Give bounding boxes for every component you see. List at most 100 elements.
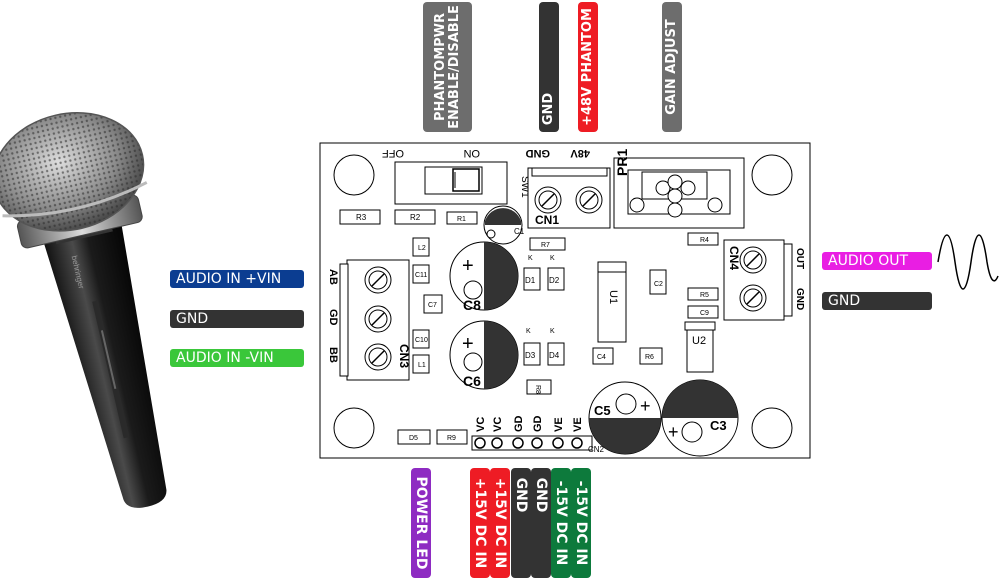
mount-hole-tl xyxy=(333,154,375,196)
d3-label: D3 xyxy=(525,351,536,360)
c4-label: C4 xyxy=(597,354,606,361)
k-mark-3: K xyxy=(526,328,531,335)
d4-label: D4 xyxy=(549,351,560,360)
cn2-pin-1: VC xyxy=(475,417,487,432)
cn2-label: CN2 xyxy=(588,445,605,454)
audio-in-negative-label: AUDIO IN -VIN xyxy=(170,349,304,367)
l2-label: L2 xyxy=(418,245,426,252)
diode-d2 xyxy=(547,267,565,291)
gnd-phantom-label: GND xyxy=(539,2,559,132)
c1-label: C1 xyxy=(514,227,525,236)
k-mark-4: K xyxy=(550,328,555,335)
cn3-ab-label: AB xyxy=(327,269,339,285)
inductor-l2 xyxy=(412,237,430,257)
resistor-r9 xyxy=(436,429,468,445)
plus15v-in-2-text: +15V DC IN xyxy=(492,477,508,569)
capacitor-c7 xyxy=(423,294,443,314)
r7-label: R7 xyxy=(541,242,550,249)
gnd-in-2-text: GND xyxy=(533,477,549,513)
mount-hole-tr xyxy=(751,154,793,196)
switch-off-label: OFF xyxy=(382,147,404,159)
c11-label: C11 xyxy=(415,272,427,279)
cn3-label: CN3 xyxy=(397,344,411,368)
cn4-out-label: OUT xyxy=(794,248,805,269)
connector-cn1: GND 48V CN1 xyxy=(526,147,611,229)
capacitor-c8: + C8 xyxy=(449,241,519,313)
switch-on-label: ON xyxy=(463,147,480,159)
k-mark-2: K xyxy=(550,255,555,262)
r2-label: R2 xyxy=(410,213,421,222)
plus15v-in-2-label: +15V DC IN xyxy=(490,468,510,578)
mount-hole-bl xyxy=(333,407,375,449)
capacitor-c5: C5 + xyxy=(588,381,662,455)
d2-label: D2 xyxy=(549,276,560,285)
pr1-label: PR1 xyxy=(614,149,630,176)
minus15v-in-2-label: -15V DC IN xyxy=(571,468,591,578)
cn2-pin-3: GD xyxy=(513,415,525,432)
ic-u2: U2 xyxy=(684,321,716,373)
capacitor-c11 xyxy=(412,264,430,284)
phantom-power-switch-text: PHANTOMPWR ENABLE/DISABLE xyxy=(432,5,462,129)
led-d5 xyxy=(397,429,431,445)
c5-label: C5 xyxy=(594,403,611,418)
microphone-image: behringer xyxy=(0,112,167,508)
phantom-48v-label: +48V PHANTOM xyxy=(578,2,598,132)
mount-hole-br xyxy=(751,407,793,449)
cn1-label: CN1 xyxy=(535,213,559,227)
phantom-power-switch-label: PHANTOMPWR ENABLE/DISABLE xyxy=(423,2,472,132)
minus15v-in-1-text: -15V DC IN xyxy=(553,480,569,566)
diode-d4 xyxy=(547,342,565,366)
c7-label: C7 xyxy=(428,302,437,309)
power-led-text: POWER LED xyxy=(413,476,429,570)
c3-plus: + xyxy=(668,422,679,442)
minus15v-in-1-label: -15V DC IN xyxy=(551,468,571,578)
plus15v-in-1-text: +15V DC IN xyxy=(472,477,488,569)
r1-label: R1 xyxy=(457,216,466,223)
c3-label: C3 xyxy=(710,418,727,433)
resistor-r4 xyxy=(687,232,719,246)
c6-plus: + xyxy=(462,333,474,355)
cn1-gnd-label: GND xyxy=(526,147,551,159)
c5-plus: + xyxy=(640,396,651,416)
capacitor-c1: C1 xyxy=(483,205,525,245)
capacitor-c3: + C3 xyxy=(661,379,739,457)
d1-label: D1 xyxy=(525,276,536,285)
capacitor-c6: + C6 xyxy=(449,320,519,390)
resistor-r5 xyxy=(687,287,719,301)
c9-label: C9 xyxy=(700,310,709,317)
power-led-label: POWER LED xyxy=(411,468,431,578)
connector-cn2: VC VC GD GD VE VE CN2 xyxy=(471,415,605,454)
gnd-in-2-label: GND xyxy=(531,468,551,578)
audio-out-label: AUDIO OUT xyxy=(822,252,932,270)
gain-adjust-text: GAIN ADJUST xyxy=(664,19,679,115)
capacitor-c10 xyxy=(412,329,430,349)
c2-label: C2 xyxy=(654,281,663,288)
u2-label: U2 xyxy=(692,335,706,347)
minus15v-in-2-text: -15V DC IN xyxy=(573,480,589,566)
d5-label: D5 xyxy=(409,435,418,442)
resistor-r6 xyxy=(639,347,663,365)
plus15v-in-1-label: +15V DC IN xyxy=(470,468,490,578)
l1-label: L1 xyxy=(418,362,426,369)
inductor-l1 xyxy=(412,354,430,374)
cn3-bb-label: BB xyxy=(327,347,339,363)
u1-label: U1 xyxy=(607,290,619,304)
phantom-48v-text: +48V PHANTOM xyxy=(580,8,595,126)
cn3-gd-label: GD xyxy=(327,309,339,326)
diode-d1 xyxy=(523,267,541,291)
r3-label: R3 xyxy=(356,213,367,222)
r4-label: R4 xyxy=(700,237,709,244)
c10-label: C10 xyxy=(415,337,428,344)
resistor-r3 xyxy=(339,209,381,225)
r6-label: R6 xyxy=(645,354,654,361)
audio-in-positive-label: AUDIO IN +VIN xyxy=(170,270,304,288)
capacitor-c9 xyxy=(687,305,719,319)
sw1-label: SW1 xyxy=(519,176,530,198)
c8-plus: + xyxy=(462,255,474,277)
connector-cn4: CN4 OUT GND xyxy=(723,239,805,321)
potentiometer-pr1: PR1 xyxy=(613,149,745,229)
resistor-r8 xyxy=(526,379,552,395)
cn4-label: CN4 xyxy=(727,246,741,270)
capacitor-c2 xyxy=(649,269,667,295)
